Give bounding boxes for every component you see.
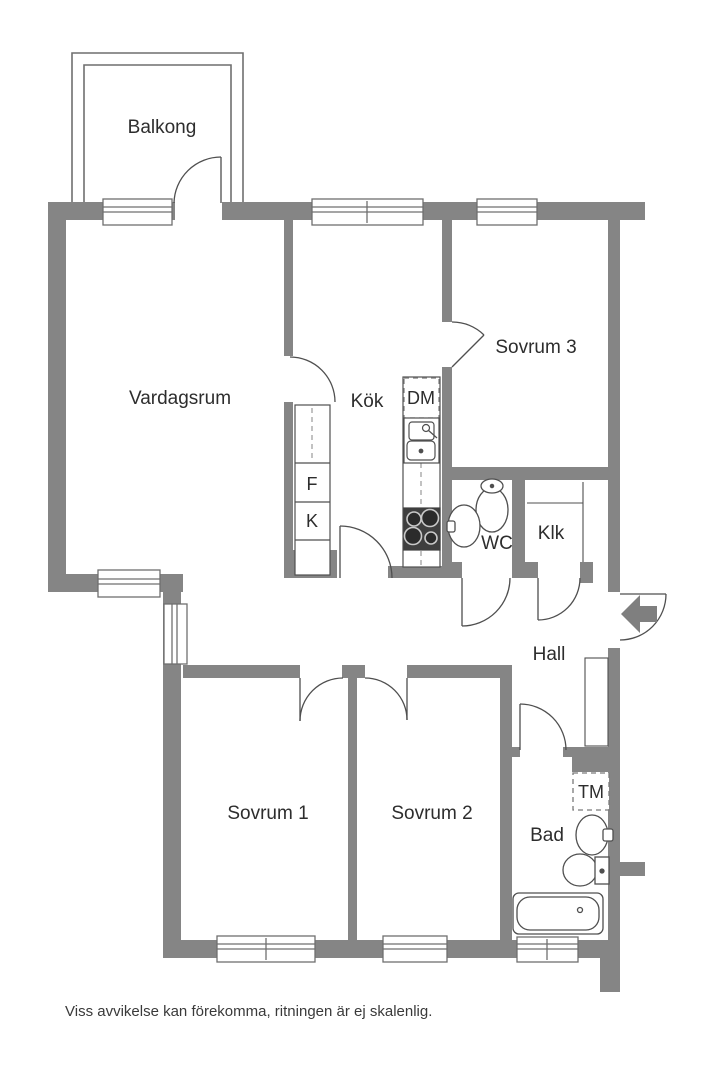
wall-segment: [452, 467, 608, 480]
wall-segment: [442, 220, 452, 322]
appliance-label-k: K: [306, 511, 318, 531]
klk-shelves: [527, 482, 584, 562]
room-label-klk: Klk: [538, 523, 565, 544]
wall-segment: [512, 562, 538, 578]
bad-fittings: [512, 772, 614, 935]
balcony-door-opening: [175, 202, 222, 220]
room-label-wc: WC: [481, 533, 513, 554]
wall-segment: [183, 665, 300, 678]
wall-segment: [407, 665, 512, 678]
bathtub-icon: [512, 892, 604, 935]
washing-machine: [572, 772, 610, 811]
balcony-walls: [71, 52, 244, 207]
wall-segment: [608, 648, 620, 940]
room-label-hall: Hall: [533, 644, 566, 665]
vardagsrum-kok-door: [289, 356, 336, 403]
wall-segment: [284, 402, 293, 550]
appliance-label-f: F: [307, 474, 318, 494]
room-label-bad: Bad: [530, 825, 564, 846]
window-vardagsrum-top: [102, 198, 173, 226]
interior-walls: [183, 220, 608, 940]
kok-hall-door: [339, 525, 393, 579]
wall-segment: [500, 678, 512, 940]
hall-wardrobe: [584, 657, 609, 747]
bad-toilet-icon: [562, 853, 610, 887]
windows: [97, 198, 579, 963]
wall-segment: [442, 367, 452, 578]
wall-segment: [512, 480, 525, 562]
room-label-sovrum2: Sovrum 2: [391, 803, 472, 824]
balcony-inner-wall: [83, 64, 232, 207]
entrance-door: [619, 593, 667, 641]
wall-segment: [442, 562, 462, 578]
window-vardagsrum-bottom: [97, 569, 161, 598]
kitchen-cabinets-fk: [294, 404, 331, 576]
balcony-door: [173, 156, 222, 204]
klk-door: [537, 577, 581, 621]
wall-segment: [342, 665, 365, 678]
wall-segment: [284, 220, 293, 356]
bad-sink-icon: [575, 814, 614, 856]
kitchen-counter: [402, 376, 441, 568]
wall-segment: [563, 747, 575, 757]
wc-toilet-icon: [475, 478, 509, 533]
wall-segment: [580, 562, 593, 583]
wc-sink-icon: [446, 504, 481, 548]
wall-segment: [163, 592, 181, 940]
room-label-balkong: Balkong: [128, 117, 197, 138]
sovrum3-door: [451, 321, 485, 368]
window-sovrum2-bottom: [382, 935, 448, 963]
wc-fittings: [446, 478, 509, 548]
wall-segment: [620, 862, 645, 876]
window-sovrum1-bottom: [216, 935, 316, 963]
stove-icon: [403, 507, 441, 551]
window-bad-bottom: [516, 936, 579, 963]
entrance-arrow-icon: [621, 595, 657, 633]
window-sovrum3-top: [476, 198, 538, 226]
room-label-vardagsrum: Vardagsrum: [129, 388, 231, 409]
appliance-label-tm: TM: [578, 782, 604, 802]
room-label-kok: Kök: [351, 391, 384, 412]
wall-segment: [388, 566, 453, 578]
wall-segment: [572, 747, 608, 772]
bad-door: [519, 703, 567, 751]
appliance-label-dm: DM: [407, 388, 435, 408]
sovrum1-door: [299, 677, 344, 722]
sovrum2-door: [364, 677, 408, 721]
wall-segment: [608, 220, 620, 592]
room-label-sovrum3: Sovrum 3: [495, 337, 576, 358]
window-kok-top: [311, 198, 424, 226]
balcony-outer-wall: [71, 52, 244, 207]
wall-segment: [600, 958, 620, 992]
wc-door: [461, 577, 511, 627]
room-label-sovrum1: Sovrum 1: [227, 803, 308, 824]
window-side-left: [163, 603, 188, 665]
wall-segment: [48, 220, 66, 574]
kitchen-sink-icon: [403, 417, 440, 464]
disclaimer-text: Viss avvikelse kan förekomma, ritningen …: [65, 1003, 432, 1020]
doors: [173, 156, 667, 751]
wall-segment: [348, 678, 357, 940]
wall-segment: [500, 747, 520, 757]
